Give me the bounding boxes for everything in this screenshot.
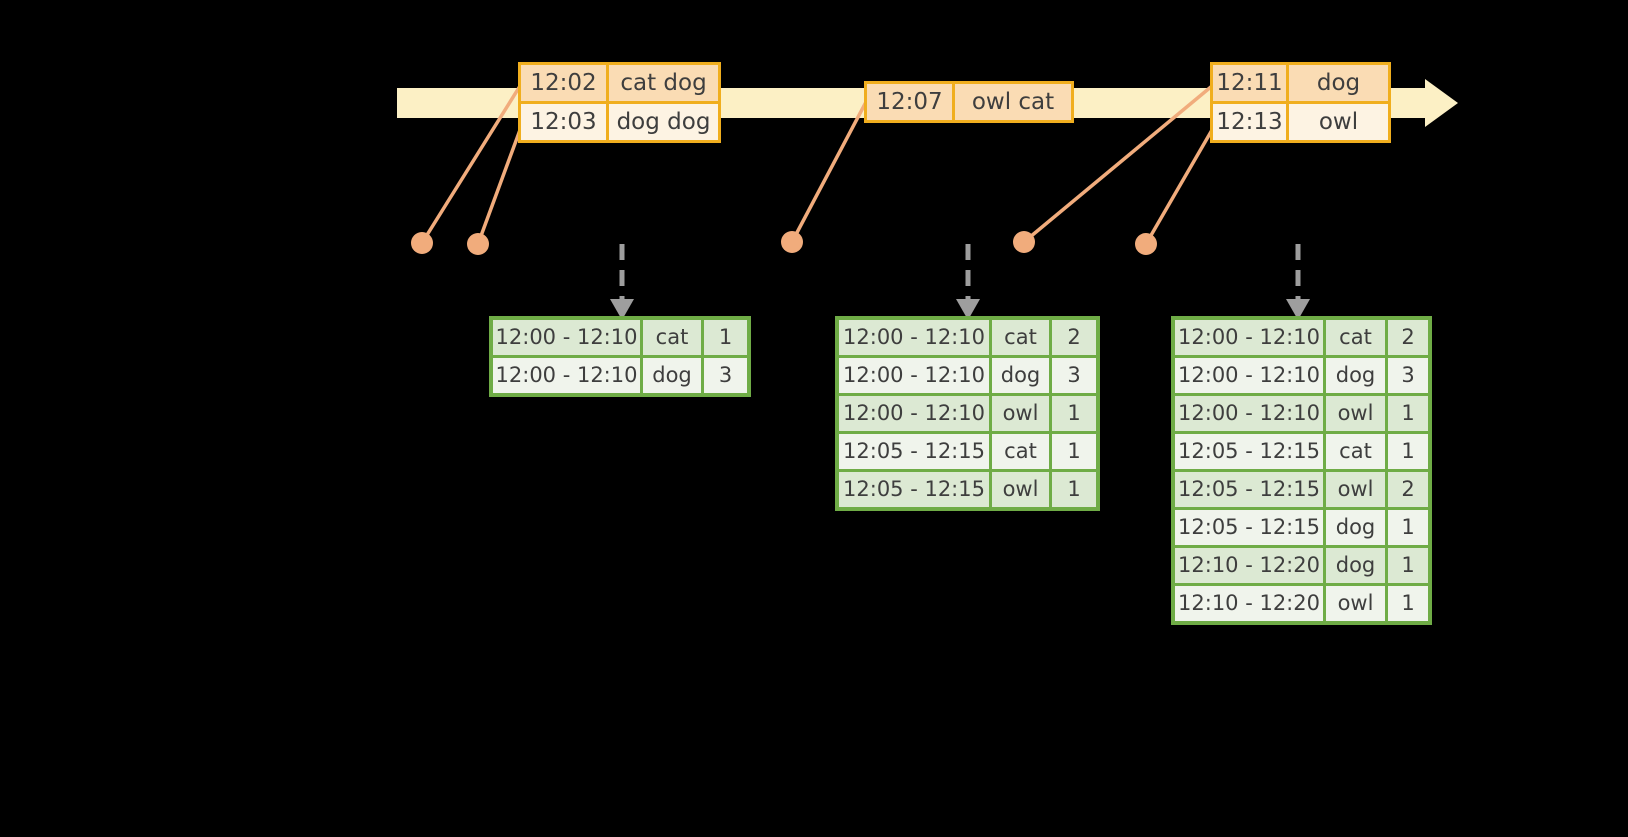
word-cell: dog xyxy=(1326,510,1385,545)
word-cell: owl xyxy=(1326,472,1385,507)
result-table-3: 12:00 - 12:10 cat 2 12:00 - 12:10 dog 3 … xyxy=(1171,316,1432,625)
event-table-3: 12:11 dog 12:13 owl xyxy=(1210,62,1391,143)
word-cell: owl xyxy=(1326,586,1385,621)
event-connector-line xyxy=(1144,129,1214,245)
event-words-cell: owl cat xyxy=(955,84,1071,120)
word-cell: dog xyxy=(1326,358,1385,393)
event-connector-line xyxy=(476,129,522,245)
window-cell: 12:00 - 12:10 xyxy=(493,358,640,393)
window-cell: 12:00 - 12:10 xyxy=(839,396,989,431)
window-cell: 12:00 - 12:10 xyxy=(1175,358,1323,393)
count-cell: 2 xyxy=(1388,472,1428,507)
count-cell: 1 xyxy=(1052,472,1096,507)
count-cell: 1 xyxy=(1388,548,1428,583)
result-table-1: 12:00 - 12:10 cat 1 12:00 - 12:10 dog 3 xyxy=(489,316,751,397)
event-words-cell: owl xyxy=(1289,104,1388,140)
count-cell: 3 xyxy=(1388,358,1428,393)
window-cell: 12:10 - 12:20 xyxy=(1175,548,1323,583)
word-cell: cat xyxy=(1326,434,1385,469)
trigger-arrow xyxy=(1286,244,1310,320)
word-cell: cat xyxy=(1326,320,1385,355)
event-table-1: 12:02 cat dog 12:03 dog dog xyxy=(518,62,721,143)
event-marker-dots xyxy=(411,231,1157,255)
word-cell: cat xyxy=(643,320,701,355)
timeline-arrowhead-icon xyxy=(1425,79,1458,127)
window-cell: 12:00 - 12:10 xyxy=(1175,320,1323,355)
word-cell: dog xyxy=(1326,548,1385,583)
event-marker-dot xyxy=(467,233,489,255)
count-cell: 2 xyxy=(1388,320,1428,355)
count-cell: 3 xyxy=(704,358,747,393)
window-cell: 12:00 - 12:10 xyxy=(839,320,989,355)
window-cell: 12:05 - 12:15 xyxy=(839,472,989,507)
event-marker-dot xyxy=(1135,233,1157,255)
word-cell: dog xyxy=(643,358,701,393)
count-cell: 1 xyxy=(1388,396,1428,431)
trigger-arrows xyxy=(610,244,1310,320)
event-time-cell: 12:02 xyxy=(521,65,606,101)
word-cell: owl xyxy=(992,472,1049,507)
count-cell: 1 xyxy=(704,320,747,355)
event-marker-dot xyxy=(1013,231,1035,253)
event-marker-dot xyxy=(411,232,433,254)
window-cell: 12:05 - 12:15 xyxy=(1175,434,1323,469)
window-cell: 12:05 - 12:15 xyxy=(1175,510,1323,545)
word-cell: dog xyxy=(992,358,1049,393)
count-cell: 1 xyxy=(1388,586,1428,621)
trigger-arrow xyxy=(956,244,980,320)
count-cell: 2 xyxy=(1052,320,1096,355)
word-cell: cat xyxy=(992,320,1049,355)
window-cell: 12:05 - 12:15 xyxy=(1175,472,1323,507)
window-cell: 12:00 - 12:10 xyxy=(839,358,989,393)
event-time-cell: 12:13 xyxy=(1213,104,1286,140)
event-words-cell: dog dog xyxy=(609,104,718,140)
count-cell: 1 xyxy=(1388,510,1428,545)
count-cell: 1 xyxy=(1052,434,1096,469)
word-cell: owl xyxy=(992,396,1049,431)
window-cell: 12:00 - 12:10 xyxy=(493,320,640,355)
event-words-cell: dog xyxy=(1289,65,1388,101)
window-cell: 12:00 - 12:10 xyxy=(1175,396,1323,431)
window-cell: 12:05 - 12:15 xyxy=(839,434,989,469)
event-marker-dot xyxy=(781,231,803,253)
event-table-2: 12:07 owl cat xyxy=(864,81,1074,123)
event-words-cell: cat dog xyxy=(609,65,718,101)
trigger-arrow xyxy=(610,244,634,320)
word-cell: owl xyxy=(1326,396,1385,431)
word-cell: cat xyxy=(992,434,1049,469)
event-time-cell: 12:07 xyxy=(867,84,952,120)
event-connector-line xyxy=(790,101,868,243)
count-cell: 1 xyxy=(1388,434,1428,469)
count-cell: 1 xyxy=(1052,396,1096,431)
event-time-cell: 12:11 xyxy=(1213,65,1286,101)
event-time-cell: 12:03 xyxy=(521,104,606,140)
window-cell: 12:10 - 12:20 xyxy=(1175,586,1323,621)
result-table-2: 12:00 - 12:10 cat 2 12:00 - 12:10 dog 3 … xyxy=(835,316,1100,511)
count-cell: 3 xyxy=(1052,358,1096,393)
